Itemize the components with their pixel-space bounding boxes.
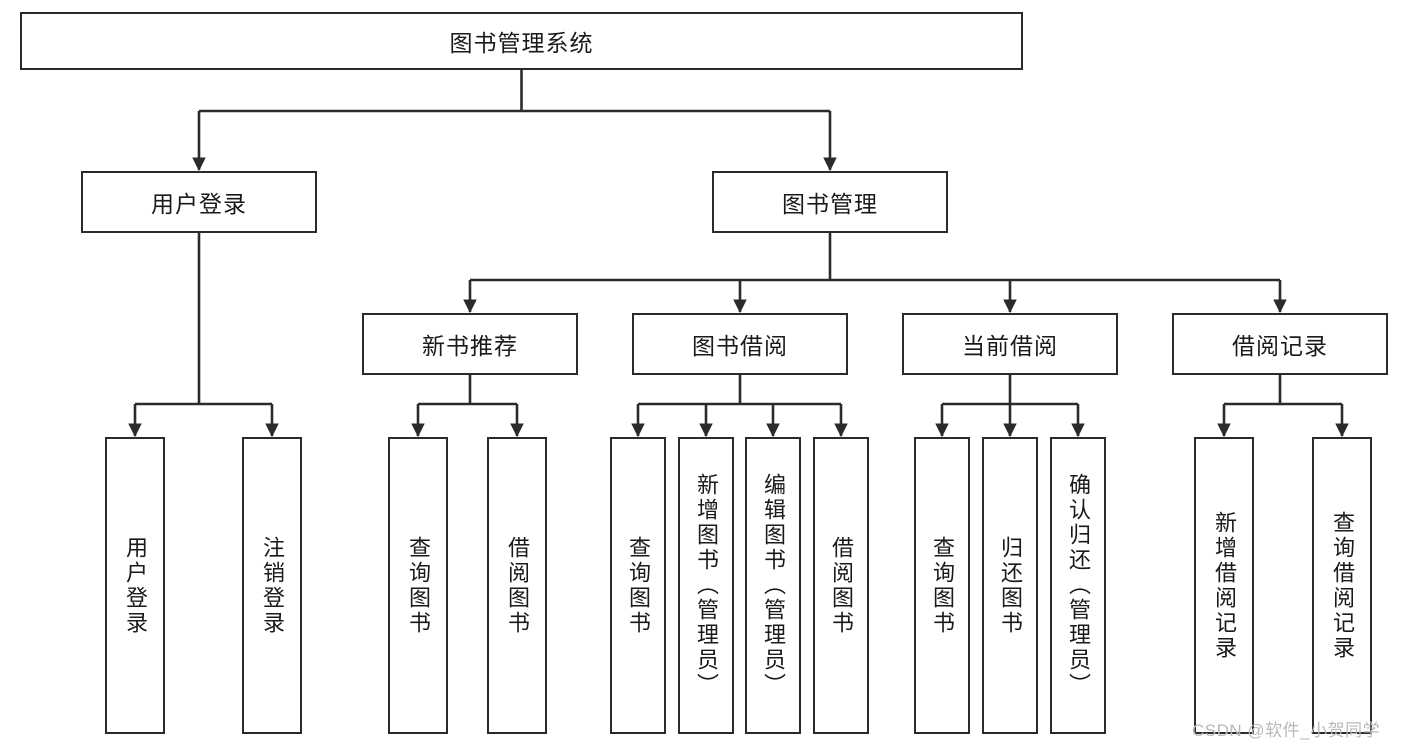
node-leaf-borrow-book[interactable]: 借阅图书 [813,437,869,734]
node-label: 借阅记录 [1232,333,1328,359]
node-leaf-add-book-admin[interactable]: 新增图书（管理员） [678,437,734,734]
node-leaf-query-book-borrow[interactable]: 查询图书 [610,437,666,734]
csdn-watermark: CSDN @软件_小贺同学 [1192,721,1381,740]
node-label: 借阅图书 [829,535,854,636]
node-label: 查询图书 [406,535,431,636]
node-label: 图书管理系统 [449,30,594,56]
node-leaf-query-book-cur[interactable]: 查询图书 [914,437,970,734]
node-leaf-confirm-return-admin[interactable]: 确认归还（管理员） [1050,437,1106,734]
node-leaf-add-borrow-record[interactable]: 新增借阅记录 [1194,437,1254,734]
node-label: 用户登录 [151,191,247,217]
node-label: 图书借阅 [692,333,788,359]
node-book-borrow[interactable]: 图书借阅 [632,313,848,375]
node-leaf-borrow-book-rec[interactable]: 借阅图书 [487,437,547,734]
node-label: 查询图书 [626,535,651,636]
node-label: 查询借阅记录 [1330,510,1355,661]
node-label: 确认归还（管理员） [1066,473,1091,698]
node-leaf-return-book[interactable]: 归还图书 [982,437,1038,734]
node-label: 新增图书（管理员） [694,473,719,698]
node-label: 新书推荐 [422,333,518,359]
node-book-manage[interactable]: 图书管理 [712,171,948,233]
node-borrow-record[interactable]: 借阅记录 [1172,313,1388,375]
node-label: 编辑图书（管理员） [761,473,786,698]
node-current-borrow[interactable]: 当前借阅 [902,313,1118,375]
node-label: 查询图书 [930,535,955,636]
node-label: 图书管理 [782,191,878,217]
node-leaf-user-login[interactable]: 用户登录 [105,437,165,734]
node-leaf-query-borrow-record[interactable]: 查询借阅记录 [1312,437,1372,734]
node-leaf-user-logout[interactable]: 注销登录 [242,437,302,734]
node-label: 用户登录 [123,535,148,636]
node-label: 当前借阅 [962,333,1058,359]
node-root[interactable]: 图书管理系统 [20,12,1023,70]
node-label: 借阅图书 [505,535,530,636]
node-new-book-recommend[interactable]: 新书推荐 [362,313,578,375]
node-label: 新增借阅记录 [1212,510,1237,661]
node-leaf-edit-book-admin[interactable]: 编辑图书（管理员） [745,437,801,734]
node-user-login[interactable]: 用户登录 [81,171,317,233]
node-label: 注销登录 [260,535,285,636]
node-label: 归还图书 [998,535,1023,636]
node-leaf-query-book-rec[interactable]: 查询图书 [388,437,448,734]
